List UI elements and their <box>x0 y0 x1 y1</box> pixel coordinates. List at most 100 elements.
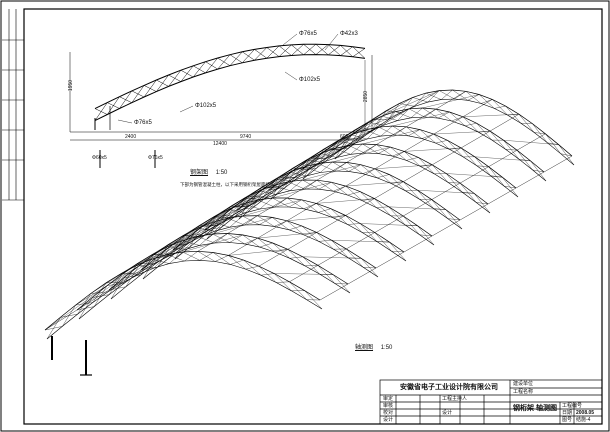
web-diagonal <box>107 96 120 115</box>
truss-web <box>332 215 346 218</box>
truss-web <box>560 153 573 157</box>
truss-web <box>348 164 361 172</box>
drawing-title: 钢桁架 轴测图 <box>513 405 557 412</box>
truss-web <box>62 305 76 327</box>
truss-web <box>289 179 303 191</box>
truss-web <box>437 111 450 119</box>
truss-web <box>199 233 213 246</box>
truss-web <box>322 148 335 163</box>
truss-web <box>93 285 108 307</box>
axonometric-title-text: 轴测图 <box>355 345 374 351</box>
elevation-title: 钢架图 1:50 <box>190 170 227 177</box>
truss-web <box>464 123 477 126</box>
truss-web <box>350 143 363 155</box>
web-diagonal <box>180 65 194 82</box>
leader-bottom-chord <box>284 71 298 81</box>
truss-web <box>410 107 423 118</box>
truss-bottom-chord <box>238 152 491 220</box>
truss-web <box>435 140 448 144</box>
truss-web <box>427 90 440 103</box>
truss-web <box>362 198 375 201</box>
label-small-section-1: Φ60x5 <box>92 155 107 161</box>
web-diagonal <box>94 102 108 121</box>
truss-web <box>125 265 139 287</box>
truss-web <box>494 105 506 109</box>
web-diagonal <box>168 70 182 87</box>
tb-row-1: 审定 <box>383 396 394 402</box>
leader-support-top <box>179 105 194 113</box>
web-diagonal <box>143 79 157 98</box>
roof-bracing <box>90 254 153 294</box>
truss-top-chord <box>108 215 377 291</box>
roof-bracing <box>274 273 333 275</box>
truss-web <box>505 149 518 151</box>
truss-web <box>318 240 332 242</box>
roof-bracing <box>316 198 375 204</box>
roof-bracing <box>320 126 379 154</box>
truss-web <box>124 263 138 284</box>
truss-web <box>206 218 220 240</box>
web-diagonal <box>205 57 218 74</box>
purlin <box>319 155 573 301</box>
purlin <box>197 91 466 252</box>
truss-web <box>532 169 545 173</box>
web-diagonal <box>242 49 255 63</box>
web-diagonal <box>193 61 206 78</box>
truss-web <box>467 94 480 101</box>
web-diagonal <box>328 45 341 56</box>
truss-web <box>366 126 379 140</box>
truss-web <box>259 242 273 248</box>
label-web-member: Φ42x3 <box>340 31 358 37</box>
truss-web <box>274 220 288 227</box>
roof-bracing <box>204 187 265 231</box>
tb-col2-row-3: 设计 <box>442 410 453 416</box>
tb-row-3: 校对 <box>383 410 394 416</box>
truss-web <box>252 187 266 208</box>
roof-bracing <box>360 223 418 226</box>
roof-bracing <box>302 164 361 181</box>
web-diagonal <box>131 85 145 103</box>
axonometric-scale: 1:50 <box>380 345 393 351</box>
purlin <box>136 97 413 266</box>
truss-web <box>421 133 434 139</box>
roof-bracing <box>76 265 139 311</box>
tb-row-2: 审核 <box>383 403 394 409</box>
purlin <box>228 99 493 256</box>
truss-web <box>447 218 461 221</box>
truss-web <box>362 168 376 174</box>
truss-web <box>448 182 461 184</box>
roof-bracing <box>44 285 108 331</box>
truss-bottom-chord <box>46 259 323 340</box>
web-diagonal <box>119 90 133 109</box>
project-sub-label: 工程名称 <box>513 389 534 395</box>
truss-web <box>363 267 377 269</box>
roof-bracing <box>300 128 360 171</box>
truss-web <box>303 203 317 209</box>
roof-bracing <box>236 168 297 211</box>
roof-bracing <box>446 173 503 178</box>
truss-web <box>392 151 405 157</box>
truss-top-chord <box>268 125 517 191</box>
truss-web <box>405 190 418 191</box>
roof-bracing <box>184 197 245 236</box>
truss-web <box>289 199 302 208</box>
truss-top-chord <box>44 250 321 331</box>
truss-web <box>320 161 333 173</box>
roof-bracing <box>242 199 302 217</box>
truss-web <box>274 197 288 208</box>
roof-bracing <box>182 234 243 253</box>
truss-web <box>333 185 346 192</box>
label-small-section-2: Φ76x5 <box>148 155 163 161</box>
truss-web <box>347 223 361 225</box>
top-chord <box>94 43 366 110</box>
dim-total-span: 12400 <box>213 141 227 147</box>
axonometric-title: 轴测图 1:50 <box>355 345 392 352</box>
truss-web <box>378 146 391 154</box>
truss-web <box>274 249 288 253</box>
leader-top-chord <box>282 33 298 46</box>
purlin <box>105 110 387 283</box>
roof-bracing <box>302 256 362 259</box>
purlin <box>258 114 520 267</box>
roof-bracing <box>503 140 559 145</box>
